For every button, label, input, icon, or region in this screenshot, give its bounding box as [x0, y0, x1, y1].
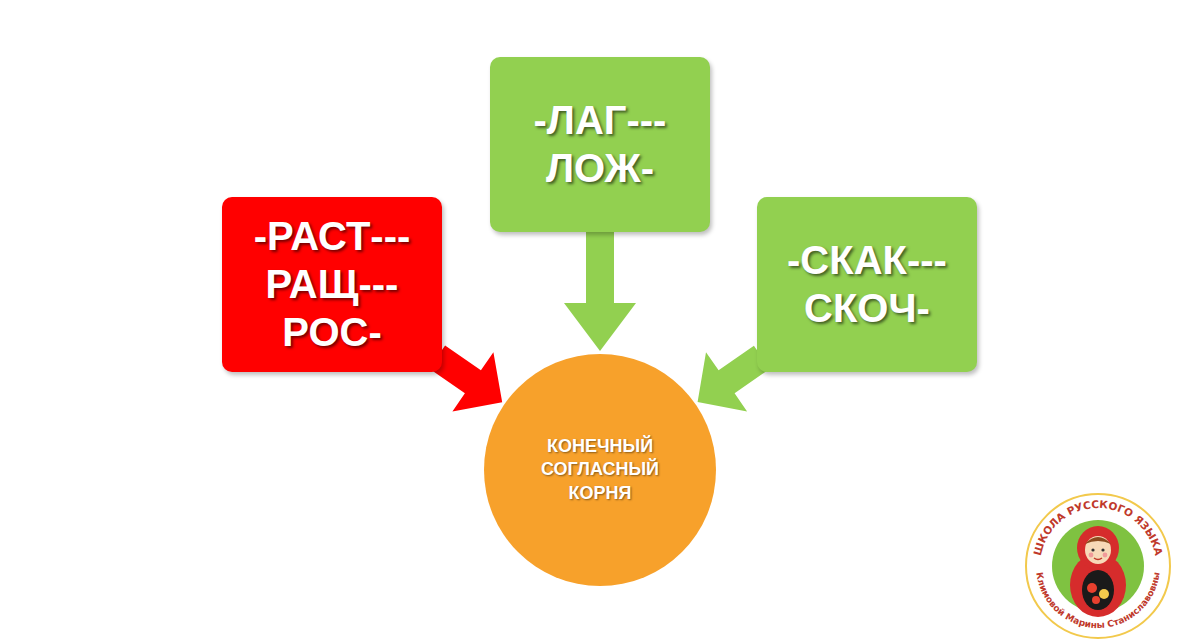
logo-disc — [1052, 520, 1144, 612]
root-box: -ЛАГ--- ЛОЖ- — [490, 57, 710, 232]
logo-title: ШКОЛА РУССКОГО ЯЗЫКА — [1031, 498, 1165, 558]
circle-text: КОНЕЧНЫЙ СОГЛАСНЫЙ КОРНЯ — [541, 435, 659, 505]
school-logo: ШКОЛА РУССКОГО ЯЗЫКА Климовой Марины Ста… — [1022, 490, 1174, 642]
root-box: -РАСТ--- РАЩ--- РОС- — [222, 197, 442, 372]
logo-author: Климовой Марины Станиславовны — [1034, 571, 1161, 630]
doll-face — [1085, 536, 1111, 564]
logo-ring — [1026, 494, 1170, 638]
doll-apron — [1082, 570, 1114, 610]
root-box: -СКАК--- СКОЧ- — [757, 197, 977, 372]
root-text: -СКАК--- СКОЧ- — [787, 236, 947, 332]
logo-bottom-text: Климовой Марины Станиславовны — [1034, 571, 1161, 630]
doll-head-scarf — [1077, 526, 1119, 570]
root-text: -РАСТ--- РАЩ--- РОС- — [254, 212, 411, 356]
block-arrow — [564, 226, 636, 352]
root-text: -ЛАГ--- ЛОЖ- — [534, 96, 667, 192]
logo-top-text: ШКОЛА РУССКОГО ЯЗЫКА — [1031, 498, 1165, 558]
topic-circle: КОНЕЧНЫЙ СОГЛАСНЫЙ КОРНЯ — [484, 354, 716, 586]
